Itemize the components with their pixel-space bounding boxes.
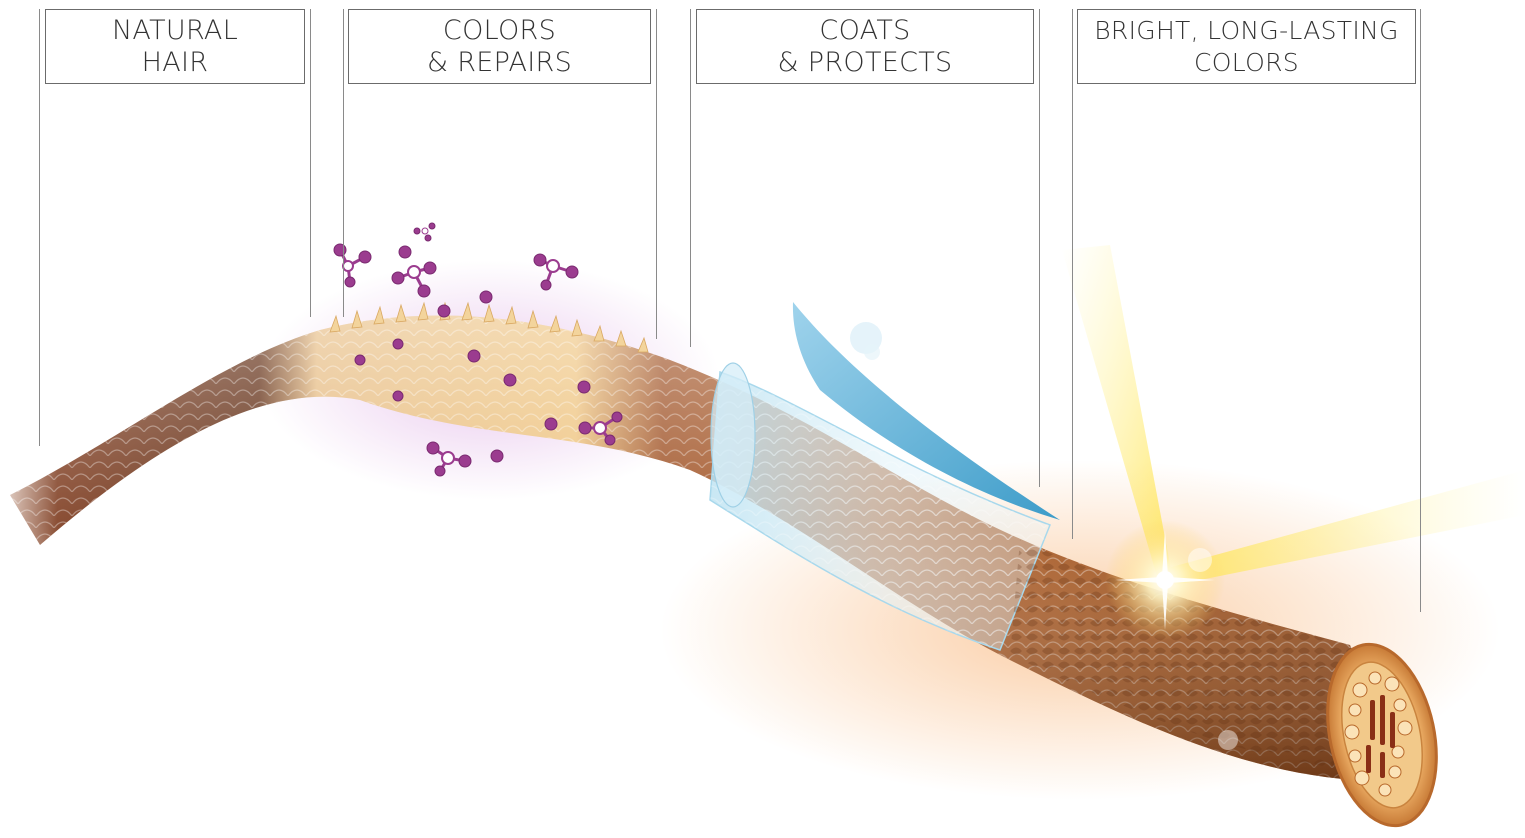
stage-label-line2: HAIR xyxy=(142,47,209,79)
stage-label-text: COATS & PROTECTS xyxy=(778,15,953,79)
stage-label-text: COLORS & REPAIRS xyxy=(427,15,572,79)
divider-line xyxy=(310,9,311,317)
stage-label-colors-repairs: COLORS & REPAIRS xyxy=(348,9,651,84)
stage-label-line1: BRIGHT, LONG-LASTING xyxy=(1094,15,1398,47)
stage-label-coats-protects: COATS & PROTECTS xyxy=(696,9,1034,84)
divider-line xyxy=(1420,9,1421,612)
stage-label-text: NATURAL HAIR xyxy=(112,15,238,79)
stage-label-natural-hair: NATURAL HAIR xyxy=(45,9,305,84)
divider-line xyxy=(656,9,657,339)
stage-label-line1: COATS xyxy=(819,15,910,47)
divider-line xyxy=(690,9,691,347)
stage-label-text: BRIGHT, LONG-LASTING COLORS xyxy=(1094,15,1398,79)
stage-label-line2: & PROTECTS xyxy=(778,47,953,79)
divider-line xyxy=(343,9,344,317)
stage-label-line1: NATURAL xyxy=(112,15,238,47)
stage-label-line2: & REPAIRS xyxy=(427,47,572,79)
divider-line xyxy=(1072,9,1073,539)
stage-label-bright-colors: BRIGHT, LONG-LASTING COLORS xyxy=(1077,9,1416,84)
stage-label-line1: COLORS xyxy=(443,15,556,47)
divider-line xyxy=(39,9,40,446)
divider-line xyxy=(1039,9,1040,487)
stage-label-line2: COLORS xyxy=(1194,47,1299,79)
